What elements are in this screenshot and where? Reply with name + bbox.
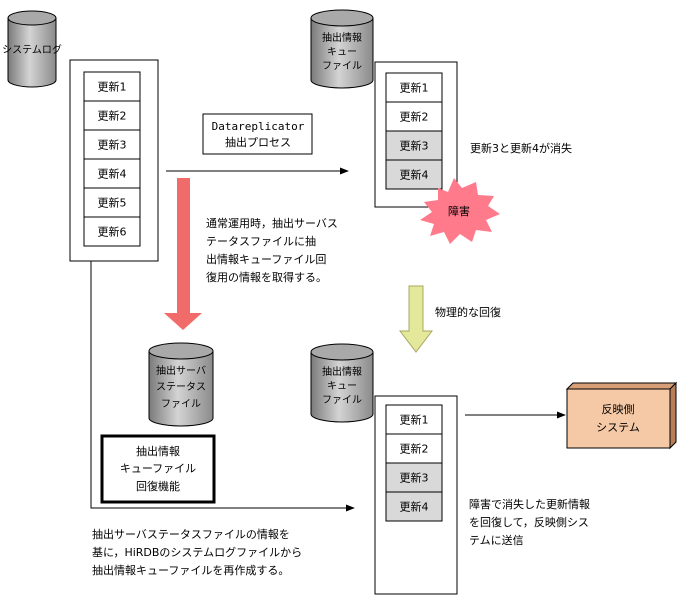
queue-top-label-1: 抽出情報 [322,31,362,44]
queue-bottom-update-label: 更新1 [400,413,429,427]
queue-bottom-panel: 更新1 更新2 更新3 更新4 [374,395,458,595]
status-label-1: 抽出サーバ [156,364,206,377]
normal-note-line-4: 復用の情報を取得する。 [206,271,327,284]
system-log-label: システムログ [2,43,62,56]
queue-top-update-label: 更新4 [400,168,429,182]
resend-note-line-1: 障害で消失した更新情報 [469,497,590,511]
target-system-box: 反映側 システム [565,381,678,450]
server-status-cylinder: 抽出サーバ ステータス ファイル [148,342,214,427]
queue-file-cylinder-top: 抽出情報 キュー ファイル [310,9,374,89]
queue-bottom-label-3: ファイル [322,395,362,406]
queue-top-update-label: 更新3 [400,139,429,153]
resend-note: 障害で消失した更新情報 を回復して，反映側シス テムに送信 [469,497,590,547]
process-box: Datareplicator 抽出プロセス [202,113,313,155]
recovery-function-box: 抽出情報 キューファイル 回復機能 [100,434,216,504]
system-log-cylinder: システムログ [2,10,62,88]
queue-bottom-update-cell [385,491,443,522]
failure-label: 障害 [448,204,470,218]
recreate-arrow [90,261,355,512]
queue-top-panel: 更新1 更新2 更新3 更新4 [374,61,458,208]
queue-top-label-3: ファイル [322,61,362,72]
system-log-update-label: 更新3 [98,138,127,152]
target-system-line-1: 反映側 [602,403,635,416]
queue-top-update-cell [385,72,443,103]
status-capture-arrow [164,178,202,330]
queue-top-update-label: 更新1 [400,81,429,95]
queue-top-update-cell [385,159,443,190]
recovery-function-line-1: 抽出情報 [136,444,180,458]
recreate-note-line-2: 基に，HiRDBのシステムログファイルから [92,545,302,559]
resend-note-line-2: を回復して，反映側シス [469,516,589,529]
queue-bottom-update-label: 更新2 [400,442,429,456]
system-log-update-label: 更新5 [98,196,127,210]
status-label-3: ファイル [161,399,201,410]
normal-note-line-1: 通常運用時，抽出サーバス [206,216,338,230]
queue-bottom-update-label: 更新3 [400,471,429,485]
failure-burst: 障害 [420,178,500,244]
normal-note-line-3: 出情報キューファイル回 [206,252,326,266]
physical-recovery-label: 物理的な回復 [435,305,501,319]
recreate-note: 抽出サーバステータスファイルの情報を 基に，HiRDBのシステムログファイルから… [92,527,302,577]
system-log-update-cell [83,158,141,189]
normal-operation-note: 通常運用時，抽出サーバス テータスファイルに抽 出情報キューファイル回 復用の情… [206,216,338,284]
recovery-function-line-3: 回復機能 [136,479,180,493]
status-label-2: ステータス [156,381,206,393]
system-log-update-label: 更新4 [98,167,127,181]
target-system-line-2: システム [596,421,640,434]
queue-bottom-label-1: 抽出情報 [322,365,362,378]
lost-updates-note: 更新3と更新4が消失 [470,141,572,155]
queue-bottom-update-cell [385,404,443,435]
system-log-update-cell [83,100,141,131]
system-log-panel: 更新1 更新2 更新3 更新4 更新5 更新6 [69,59,159,262]
queue-bottom-update-cell [385,462,443,493]
queue-file-cylinder-bottom: 抽出情報 キュー ファイル [310,343,374,423]
normal-note-line-2: テータスファイルに抽 [206,234,316,248]
queue-bottom-update-label: 更新4 [400,500,429,514]
process-name: Datareplicator [212,120,305,133]
recovery-function-line-2: キューファイル [120,462,196,475]
resend-note-line-3: テムに送信 [469,533,524,547]
queue-top-update-label: 更新2 [400,110,429,124]
recreate-note-line-3: 抽出情報キューファイルを再作成する。 [92,563,289,577]
queue-top-update-cell [385,101,443,132]
system-log-update-cell [83,216,141,247]
queue-top-update-cell [385,130,443,161]
physical-recovery-arrow [398,285,434,353]
queue-top-label-2: キュー [327,47,357,58]
system-log-update-label: 更新6 [98,225,127,239]
recreate-note-line-1: 抽出サーバステータスファイルの情報を [92,527,290,541]
queue-bottom-update-cell [385,433,443,464]
process-type: 抽出プロセス [225,135,291,149]
system-log-update-label: 更新1 [98,80,127,94]
queue-bottom-label-2: キュー [327,381,357,392]
system-log-update-label: 更新2 [98,109,127,123]
